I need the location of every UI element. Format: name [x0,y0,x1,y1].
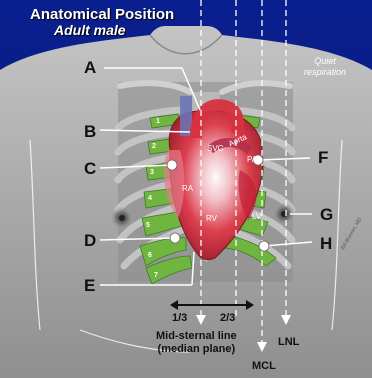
rib-number-2: 2 [152,143,156,150]
label-d: D [84,231,96,251]
chamber-ra: RA [182,184,193,193]
chamber-svc: SVC [207,144,223,153]
midsternal-label-line2: (median plane) [156,343,237,356]
rib-number-3: 3 [150,169,154,176]
rib-number-5: 5 [146,222,150,229]
label-g: G [320,205,333,225]
label-f: F [318,148,328,168]
label-a: A [84,58,96,78]
rib-number-7: 7 [154,272,158,279]
midsternal-label: Mid-sternal line (median plane) [156,330,237,356]
diagram-title: Anatomical Position [30,6,174,23]
respiration-note-line1: Quiet [304,56,346,67]
label-h: H [320,234,332,254]
label-e: E [84,276,95,296]
respiration-note: Quiet respiration [304,56,346,78]
lnl-label: LNL [278,336,299,349]
chamber-rv: RV [206,214,217,223]
label-b: B [84,122,96,142]
chamber-pa: PA [247,155,257,164]
diagram-subtitle: Adult male [54,22,126,38]
rib-number-1: 1 [156,118,160,125]
chamber-lv: LV [252,212,261,221]
label-c: C [84,159,96,179]
midsternal-label-line1: Mid-sternal line [156,330,237,343]
rib-number-4: 4 [148,195,152,202]
respiration-note-line2: respiration [304,67,346,78]
fraction-right: 2/3 [220,312,235,325]
rib-number-6: 6 [148,252,152,259]
fraction-left: 1/3 [172,312,187,325]
mcl-label: MCL [252,360,276,373]
superior-vena-cava [180,96,192,136]
